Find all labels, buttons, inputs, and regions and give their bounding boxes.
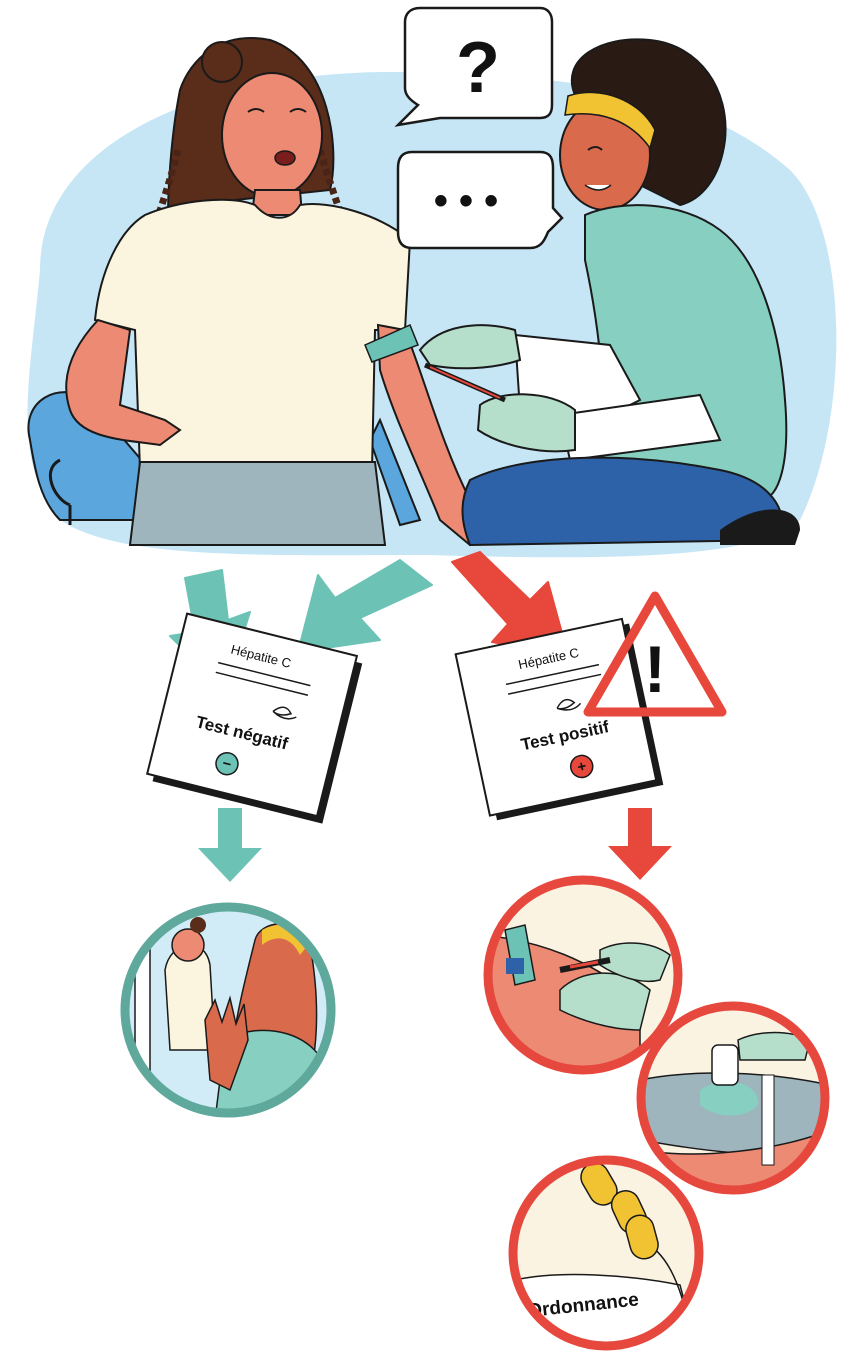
ellipsis-text: • • • xyxy=(434,179,498,223)
arrow-negative-right xyxy=(298,560,432,652)
blood-test-scene: ? • • • xyxy=(28,8,837,557)
ultrasound-probe xyxy=(712,1045,738,1085)
question-mark: ? xyxy=(456,28,500,108)
arrow-down-positive xyxy=(608,808,672,880)
patient-jeans xyxy=(130,462,385,545)
positive-test-document: Hépatite C Test positif + xyxy=(456,618,664,822)
patient-hair-bun xyxy=(202,42,242,82)
question-bubble: ? xyxy=(398,8,552,125)
negative-outcome-circle xyxy=(120,900,340,1120)
ellipsis-bubble: • • • xyxy=(398,152,562,248)
patient-face xyxy=(222,73,322,197)
arrow-down-negative xyxy=(198,808,262,882)
warning-exclamation: ! xyxy=(644,632,666,706)
positive-outcome-scan-circle xyxy=(635,1000,835,1200)
positive-outcome-prescription-circle: Ordonnance xyxy=(505,1155,710,1354)
